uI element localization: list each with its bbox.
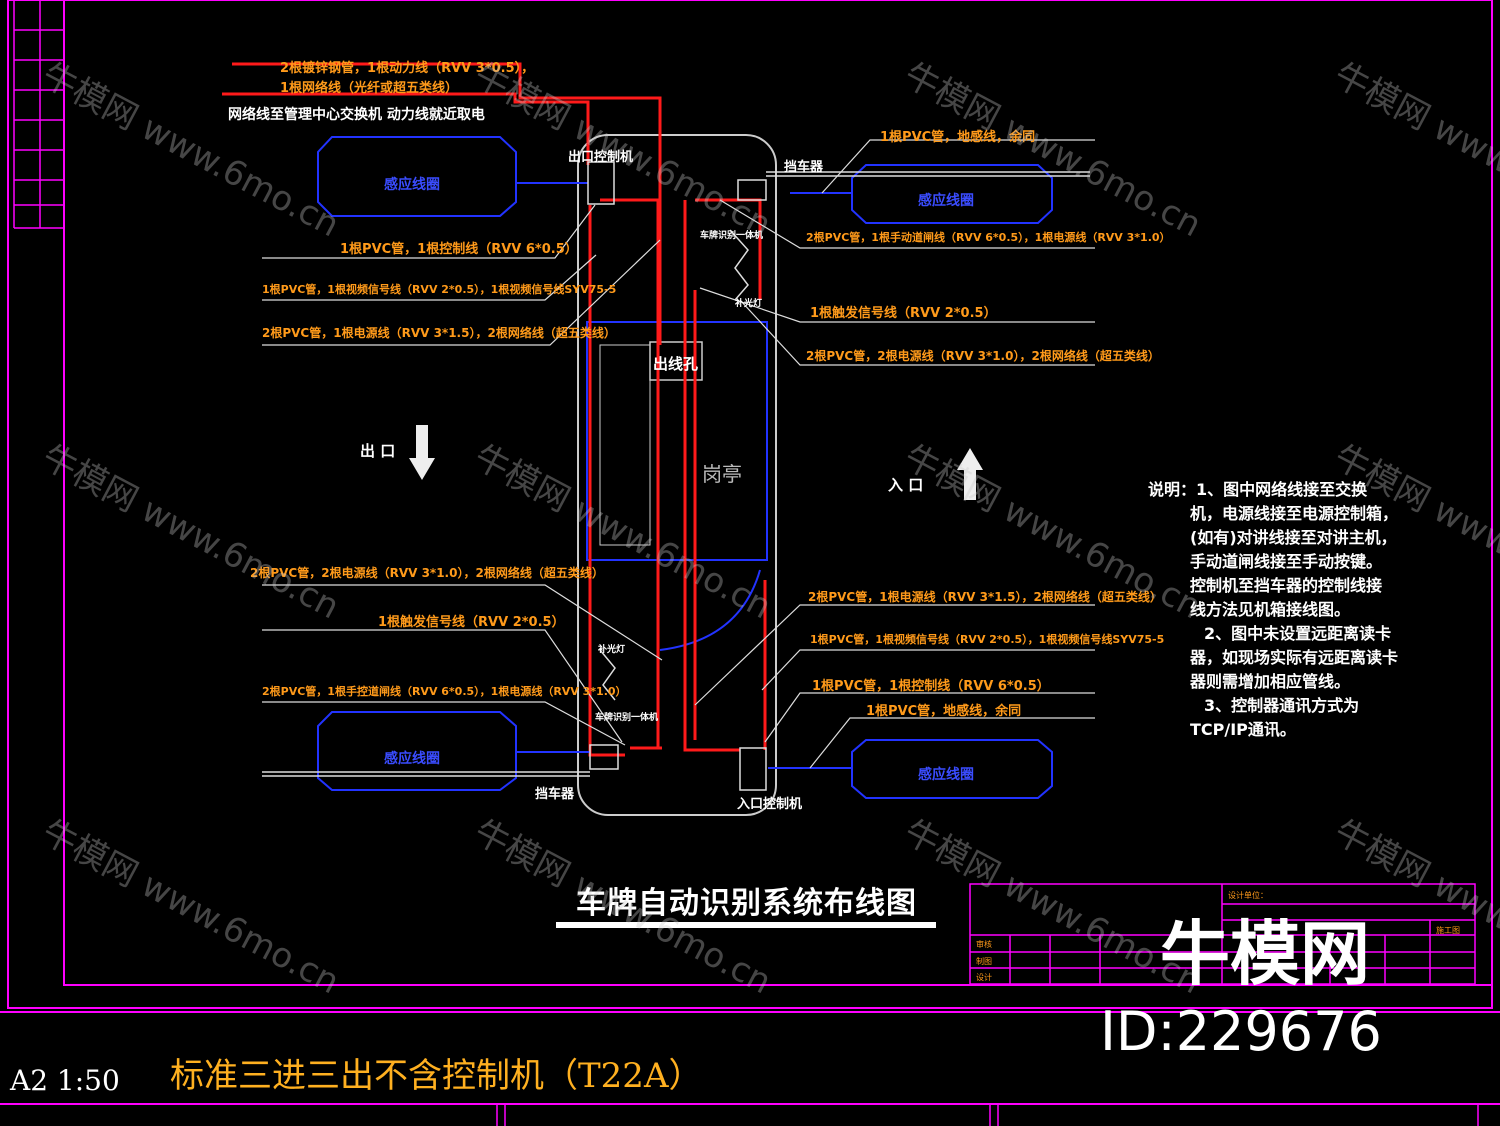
left-cable-label-3: 2根PVC管，1根电源线（RVV 3*1.5），2根网络线（超五类线） (262, 326, 616, 340)
left-cable-label-2: 1根PVC管，1根视频信号线（RVV 2*0.5），1根视频信号线SYV75-5 (262, 283, 617, 296)
camera-bottom-sub-label: 车牌识别一体机 (595, 713, 659, 723)
booth-label: 岗亭 (702, 462, 742, 486)
camera-top-sub-label: 补光灯 (735, 299, 763, 309)
note-line: 3、控制器通讯方式为 (1204, 696, 1360, 715)
bottom-strip-cells (496, 1104, 1479, 1126)
camera-bottom-label: 补光灯 (598, 645, 626, 655)
cable-hole-label: 出线孔 (653, 355, 699, 373)
note-line: 器，如现场实际有远距离读卡 (1190, 648, 1399, 667)
note-line: 机，电源线接至电源控制箱， (1190, 504, 1399, 523)
barrier-bottom-label: 挡车器 (535, 787, 575, 802)
right-cable-label-3: 1根触发信号线（RVV 2*0.5） (810, 306, 997, 321)
island-outline (577, 134, 777, 816)
equipment (262, 161, 1090, 791)
note-line: TCP/IP通讯。 (1190, 720, 1296, 739)
entry-arrow (957, 448, 983, 500)
inner-frame (63, 0, 1493, 986)
title-block-row1: 设计单位： (1228, 891, 1268, 900)
leader-lines (262, 139, 1095, 769)
exit-controller-label: 出口控制机 (568, 150, 634, 165)
top-label-2: 1根网络线（光纤或超五类线） (280, 81, 459, 96)
exit-arrow (409, 425, 435, 480)
title-block (969, 883, 1476, 985)
title-block-row3: 制图 (976, 957, 992, 966)
note-line: 手动道闸线接至手动按键。 (1190, 552, 1383, 571)
induction-loops (317, 136, 1053, 799)
left-cable-label-5: 1根触发信号线（RVV 2*0.5） (378, 615, 565, 630)
note-line: 控制机至挡车器的控制线接 (1190, 576, 1383, 595)
note-line: 说明：1、图中网络线接至交换 (1148, 480, 1368, 499)
right-cable-label-2: 2根PVC管，1根手动道闸线（RVV 6*0.5），1根电源线（RVV 3*1.… (806, 231, 1171, 244)
note-line: 线方法见机箱接线图。 (1190, 600, 1351, 619)
booth-door-arc (659, 569, 761, 651)
cable-hole-box (649, 341, 703, 381)
title-block-row2: 审核 (976, 940, 992, 949)
drawing-name: 标准三进三出不含控制机（T22A） (170, 1056, 703, 1096)
left-cable-label-6: 2根PVC管，1根手控道闸线（RVV 6*0.5），1根电源线（RVV 3*1.… (262, 685, 627, 698)
left-cable-label-4: 2根PVC管，2根电源线（RVV 3*1.0），2根网络线（超五类线） (250, 566, 604, 580)
right-cable-label-8: 1根PVC管，地感线，余同 (866, 704, 1022, 719)
diagram-title: 车牌自动识别系统布线图 (576, 886, 917, 921)
exit-direction: 出 口 (360, 442, 396, 460)
right-cable-label-4: 2根PVC管，2根电源线（RVV 3*1.0），2根网络线（超五类线） (806, 349, 1160, 363)
loop-label-2: 感应线圈 (918, 193, 974, 209)
left-cable-label-1: 1根PVC管，1根控制线（RVV 6*0.5） (340, 242, 578, 257)
loop-label-4: 感应线圈 (918, 767, 974, 783)
loop-label-1: 感应线圈 (384, 177, 440, 193)
barrier-top-label: 挡车器 (784, 160, 824, 175)
loop-label-3: 感应线圈 (384, 751, 440, 767)
right-cable-label-5: 2根PVC管，1根电源线（RVV 3*1.5），2根网络线（超五类线） (808, 590, 1162, 604)
sheet-scale: A2 1:50 (10, 1064, 120, 1097)
right-cable-label-1: 1根PVC管，地感线，余同 (880, 130, 1036, 145)
binding-grid (13, 0, 64, 229)
entry-controller-label: 入口控制机 (737, 797, 803, 812)
right-cable-label-7: 1根PVC管，1根控制线（RVV 6*0.5） (812, 679, 1050, 694)
brand-id: ID:229676 (1100, 1000, 1382, 1063)
right-cable-label-6: 1根PVC管，1根视频信号线（RVV 2*0.5），1根视频信号线SYV75-5 (810, 633, 1165, 646)
title-underline (556, 922, 936, 928)
booth-outline (586, 321, 768, 561)
brand-logo: 牛模网 (1160, 913, 1370, 995)
title-block-row4: 设计 (976, 973, 992, 982)
top-label-1: 2根镀锌钢管，1根动力线（RVV 3*0.5）， (280, 61, 535, 76)
notes: 说明：1、图中网络线接至交换 机，电源线接至电源控制箱， (如有)对讲线接至对讲… (1148, 478, 1398, 742)
note-line: (如有)对讲线接至对讲主机， (1190, 528, 1397, 547)
note-line: 器则需增加相应管线。 (1190, 672, 1351, 691)
title-block-row5: 施工图 (1436, 926, 1460, 935)
note-line: 2、图中未设置远距离读卡 (1204, 624, 1392, 643)
entry-direction: 入 口 (888, 476, 924, 494)
top-label-3: 网络线至管理中心交换机 动力线就近取电 (228, 107, 485, 123)
camera-top-label: 车牌识别一体机 (700, 231, 764, 241)
booth-inner (599, 344, 651, 546)
red-cables (222, 62, 767, 757)
